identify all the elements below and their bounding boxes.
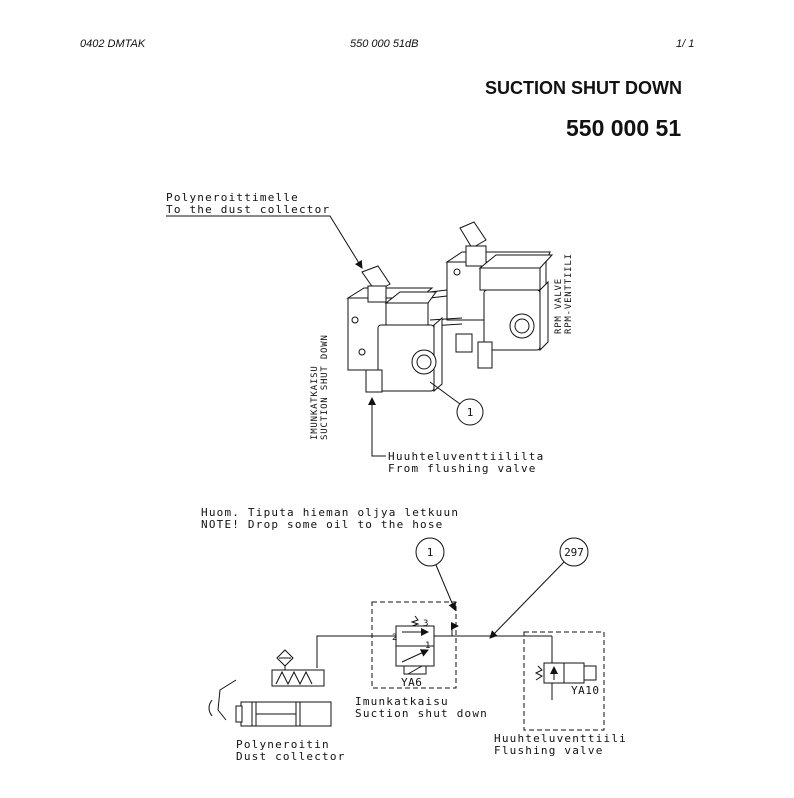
dust-collector-label-fi: Polyneroittimelle xyxy=(166,191,299,204)
main-air-line xyxy=(316,635,396,668)
dust-collector-fi: Polyneroitin xyxy=(236,738,330,751)
svg-text:1: 1 xyxy=(427,546,434,559)
dust-collector-label-en: To the dust collector xyxy=(166,203,330,216)
suction-valve-boundary xyxy=(371,601,457,689)
cylinder-housing xyxy=(271,669,325,687)
header-page-number: 1/ 1 xyxy=(676,38,695,50)
rpm-label-en: RPM VALVE xyxy=(554,278,564,334)
valve-assembly-illustration: Polyneroittimelle To the dust collector xyxy=(166,191,574,475)
flushing-leader xyxy=(368,397,386,457)
from-flushing-label-en: From flushing valve xyxy=(388,462,537,475)
from-flushing-label-fi: Huuhteluventtiililta xyxy=(388,450,544,463)
balloon-1 xyxy=(415,537,445,567)
suction-shutdown-fi: Imunkatkaisu xyxy=(355,695,449,708)
header-file-name: 550 000 51dB xyxy=(350,38,419,50)
valve-ya6-label: YA6 xyxy=(401,676,422,689)
svg-text:1: 1 xyxy=(425,641,430,651)
note-label-fi: Huom. Tiputa hieman oljya letkuun xyxy=(201,506,459,519)
svg-text:3: 3 xyxy=(423,619,428,629)
actuator-link xyxy=(217,679,237,721)
part-number: 550 000 51 xyxy=(566,115,682,141)
dust-collector-en: Dust collector xyxy=(236,750,346,763)
svg-text:297: 297 xyxy=(564,546,584,559)
flushing-valve-en: Flushing valve xyxy=(494,744,604,757)
suction-lower-port xyxy=(365,369,383,393)
valve-ya10-solenoid xyxy=(583,665,597,681)
pneumatic-schematic: Huom. Tiputa hieman oljya letkuun NOTE! … xyxy=(201,506,627,763)
valve-ya6-spring xyxy=(410,615,420,627)
suction-label-en: SUCTION SHUT DOWN xyxy=(320,334,330,440)
suction-shutdown-en: Suction shut down xyxy=(355,707,488,720)
valve-ya10-right xyxy=(563,662,585,684)
balloon-297 xyxy=(559,537,589,567)
rpm-lower-port xyxy=(477,341,493,369)
page-title: SUCTION SHUT DOWN xyxy=(485,78,682,98)
svg-text:2: 2 xyxy=(392,633,397,643)
dust-collector-leader xyxy=(166,215,363,269)
note-label-en: NOTE! Drop some oil to the hose xyxy=(201,518,444,531)
valve-ya10-label: YA10 xyxy=(571,684,600,697)
cylinder-spring xyxy=(275,670,313,686)
flushing-valve-boundary xyxy=(523,631,605,731)
rpm-fitting xyxy=(459,221,487,249)
header-doc-code: 0402 DMTAK xyxy=(80,38,146,50)
rpm-label-fi: RPM-VENTTIILI xyxy=(564,253,574,334)
svg-text:1: 1 xyxy=(467,406,474,419)
flushing-valve-fi: Huuhteluventtiili xyxy=(494,732,627,745)
valve-ya10-spring xyxy=(534,665,543,681)
suction-label-fi: IMUNKATKAISU xyxy=(310,365,320,440)
item-balloon-1 xyxy=(456,398,484,426)
